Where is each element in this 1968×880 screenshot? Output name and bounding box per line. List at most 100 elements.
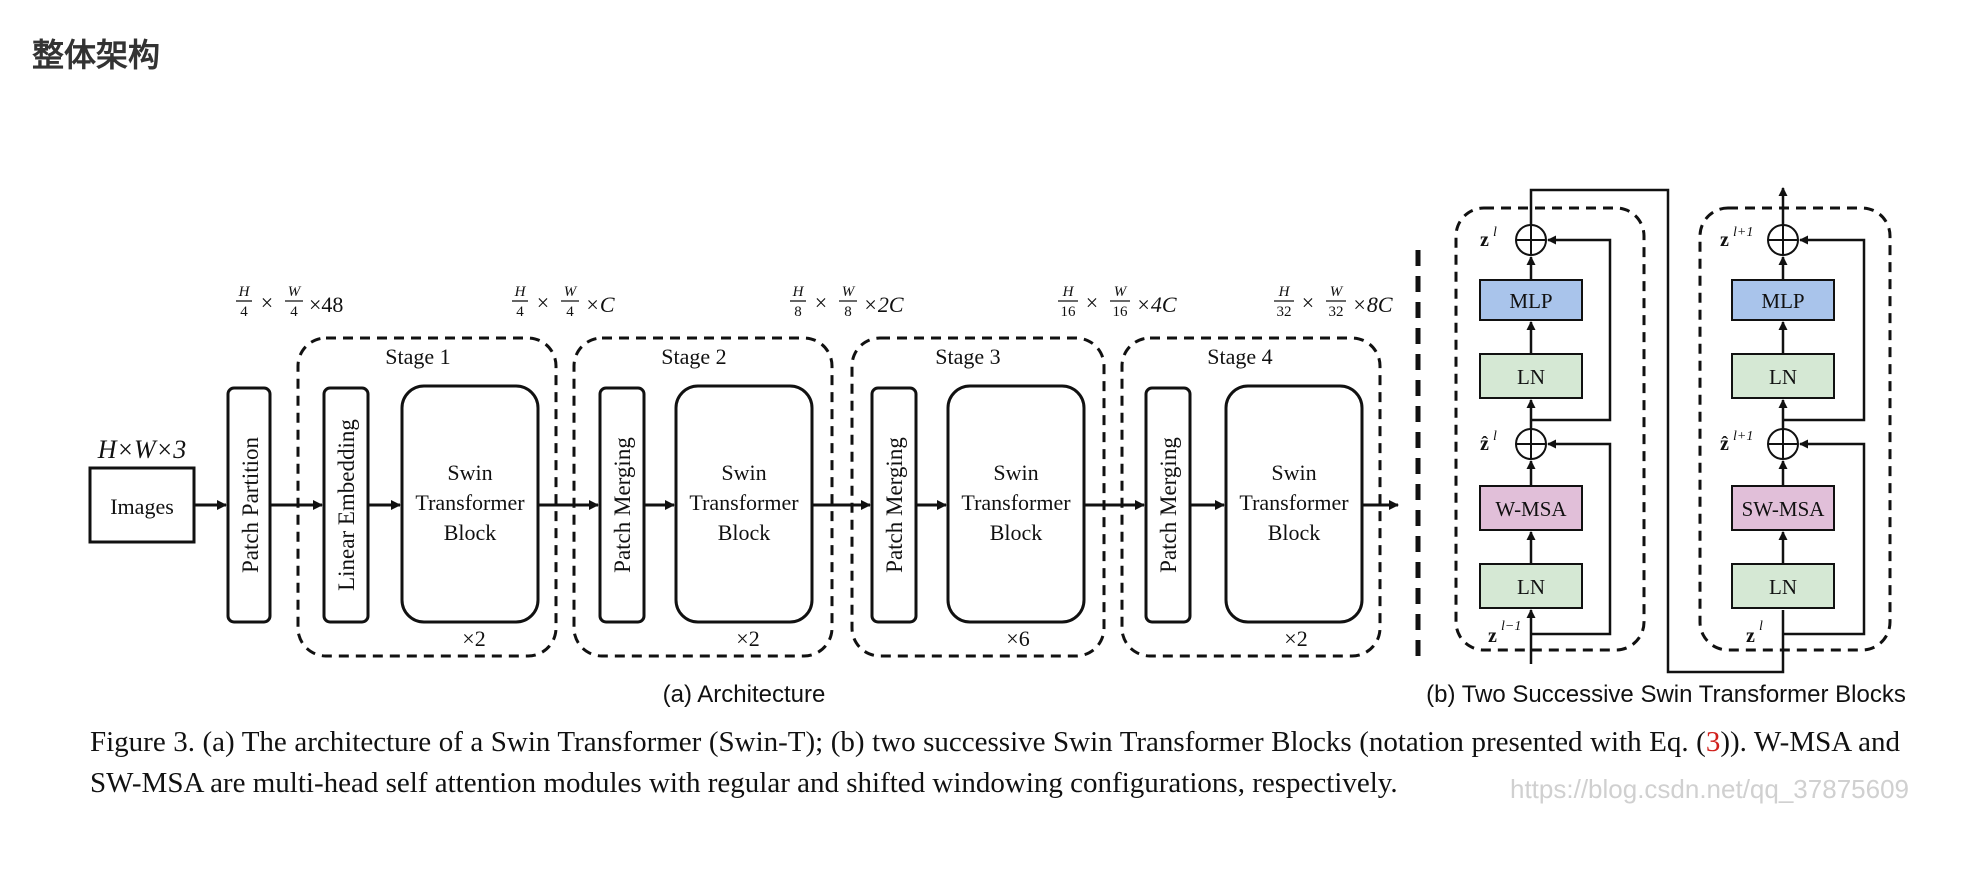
svg-text:SW-MSA: SW-MSA	[1742, 497, 1826, 521]
svg-text:4: 4	[240, 304, 248, 320]
svg-text:H: H	[1278, 284, 1291, 300]
swin-block-stage-1: Swin Transformer Block	[400, 384, 540, 624]
svg-text:8: 8	[844, 304, 852, 320]
patch-merging-label-4: Patch Merging	[1156, 437, 1181, 573]
dim-label-2: H 4 × W 4 ×C	[512, 284, 615, 320]
svg-text:Block: Block	[718, 520, 771, 545]
dim-label-5: H 32 × W 32 ×8C	[1274, 284, 1393, 320]
blocks-caption: (b) Two Successive Swin Transformer Bloc…	[1426, 681, 1906, 708]
svg-text:Transformer: Transformer	[1239, 490, 1349, 515]
dim-label-1: H 4 × W 4 ×48	[236, 284, 343, 320]
svg-text:4: 4	[566, 304, 574, 320]
svg-text:l: l	[1493, 429, 1497, 444]
stage-2-box	[572, 336, 834, 658]
stage-4-repeat: ×2	[1284, 626, 1307, 651]
svg-text:Swin: Swin	[993, 460, 1038, 485]
architecture-caption: (a) Architecture	[663, 681, 826, 708]
svg-text:H: H	[238, 284, 251, 300]
block-a-mlp	[1479, 279, 1583, 321]
figure-caption: Figure 3. (a) The architecture of a Swin…	[90, 722, 1900, 804]
svg-text:8: 8	[794, 304, 802, 320]
svg-text:W-MSA: W-MSA	[1495, 497, 1567, 521]
svg-text:LN: LN	[1517, 575, 1545, 599]
svg-text:×: ×	[261, 290, 273, 315]
svg-text:Block: Block	[444, 520, 497, 545]
svg-text:z: z	[1746, 625, 1755, 647]
svg-text:×: ×	[1086, 290, 1098, 315]
svg-text:H: H	[1062, 284, 1075, 300]
caption-text-2: )). W-MSA and SW-MSA are multi-head self…	[90, 726, 1900, 799]
svg-text:4: 4	[290, 304, 298, 320]
svg-text:W: W	[1330, 284, 1344, 300]
svg-text:LN: LN	[1769, 575, 1797, 599]
stage-3-label: Stage 3	[935, 344, 1000, 369]
block-b-ln-bottom	[1731, 563, 1835, 609]
svg-text:l: l	[1759, 619, 1763, 634]
svg-text:Block: Block	[990, 520, 1043, 545]
swin-block-sw-msa: MLP LN SW-MSA LN z l+1 ẑ l+1 z l	[1698, 187, 1892, 652]
svg-text:16: 16	[1061, 304, 1077, 320]
svg-text:×: ×	[815, 290, 827, 315]
svg-text:l: l	[1493, 225, 1497, 240]
svg-text:×4C: ×4C	[1136, 292, 1177, 317]
svg-text:MLP: MLP	[1761, 289, 1804, 313]
stage-2-repeat: ×2	[736, 626, 759, 651]
svg-text:MLP: MLP	[1509, 289, 1552, 313]
svg-text:l+1: l+1	[1733, 429, 1753, 444]
svg-text:32: 32	[1329, 304, 1344, 320]
stage-3-repeat: ×6	[1006, 626, 1029, 651]
block-b-mlp	[1731, 279, 1835, 321]
watermark: https://blog.csdn.net/qq_37875609	[1510, 774, 1909, 804]
patch-partition-label: Patch Partition	[238, 436, 263, 573]
stage-1-repeat: ×2	[462, 626, 485, 651]
linear-embedding-label: Linear Embedding	[334, 419, 359, 591]
svg-text:Swin: Swin	[1271, 460, 1316, 485]
swin-block-stage-2: Swin Transformer Block	[674, 384, 814, 624]
images-box	[88, 466, 196, 544]
stage-1-box	[296, 336, 558, 658]
svg-text:W: W	[564, 284, 578, 300]
page-heading: 整体架构	[32, 36, 161, 74]
svg-text:W: W	[288, 284, 302, 300]
svg-text:l+1: l+1	[1733, 225, 1753, 240]
block-b-sw-msa	[1731, 485, 1835, 531]
svg-text:H: H	[792, 284, 805, 300]
svg-text:LN: LN	[1517, 365, 1545, 389]
svg-text:ẑ: ẑ	[1720, 433, 1729, 455]
svg-text:Swin: Swin	[447, 460, 492, 485]
svg-text:Block: Block	[1268, 520, 1321, 545]
svg-text:×: ×	[1302, 290, 1314, 315]
svg-text:×2C: ×2C	[863, 292, 904, 317]
svg-text:z: z	[1480, 229, 1489, 251]
patch-merging-label-2: Patch Merging	[610, 437, 635, 573]
svg-text:×8C: ×8C	[1352, 292, 1393, 317]
svg-text:×: ×	[537, 290, 549, 315]
svg-text:l−1: l−1	[1501, 619, 1521, 634]
caption-text-1: Figure 3. (a) The architecture of a Swin…	[90, 726, 1706, 758]
stage-4-box	[1120, 336, 1382, 658]
svg-text:H: H	[514, 284, 527, 300]
block-a-ln-bottom	[1479, 563, 1583, 609]
stage-4-label: Stage 4	[1207, 344, 1272, 369]
input-dimension-label: H×W×3	[97, 435, 187, 464]
svg-text:W: W	[842, 284, 856, 300]
swin-block-stage-3: Swin Transformer Block	[946, 384, 1086, 624]
svg-text:LN: LN	[1769, 365, 1797, 389]
svg-text:Transformer: Transformer	[689, 490, 799, 515]
stage-2-label: Stage 2	[661, 344, 726, 369]
equation-ref-link[interactable]: 3	[1705, 726, 1721, 758]
patch-merging-label-3: Patch Merging	[882, 437, 907, 573]
svg-text:Transformer: Transformer	[961, 490, 1071, 515]
swin-block-w-msa: MLP LN W-MSA LN z l ẑ	[1454, 188, 1785, 674]
svg-text:16: 16	[1113, 304, 1129, 320]
dim-label-4: H 16 × W 16 ×4C	[1058, 284, 1177, 320]
svg-text:×C: ×C	[585, 292, 615, 317]
svg-text:Transformer: Transformer	[415, 490, 525, 515]
svg-text:z: z	[1488, 625, 1497, 647]
swin-block-stage-4: Swin Transformer Block	[1224, 384, 1364, 624]
svg-text:×48: ×48	[309, 292, 343, 317]
svg-text:ẑ: ẑ	[1480, 433, 1489, 455]
svg-text:W: W	[1114, 284, 1128, 300]
images-label: Images	[110, 494, 174, 519]
